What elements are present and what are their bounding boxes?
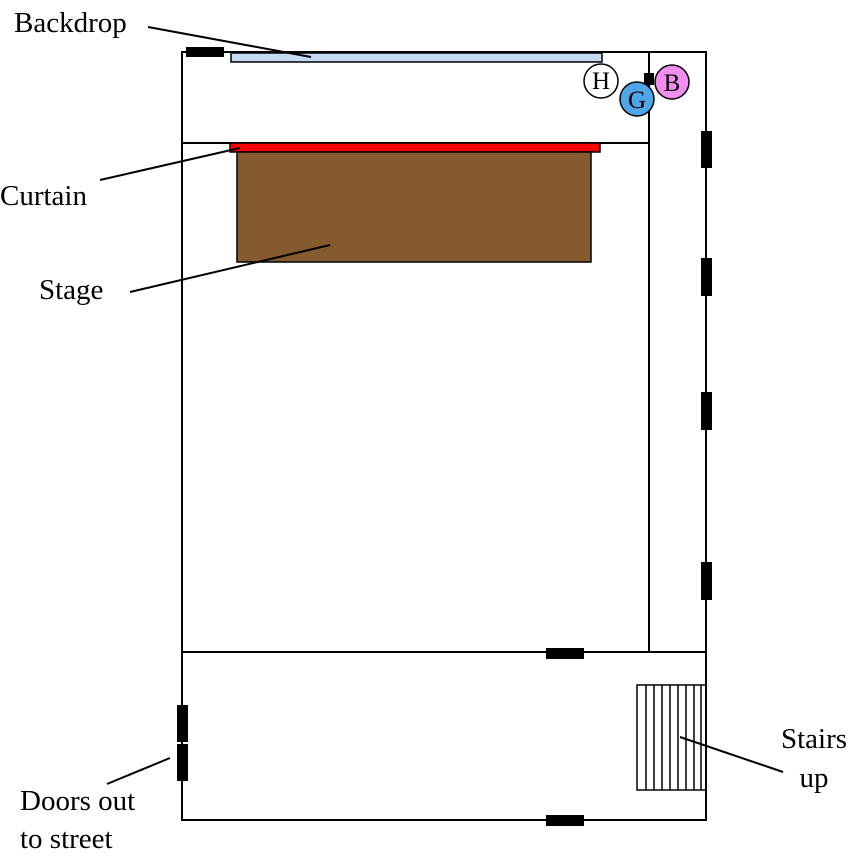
stairs-label-line1: Stairs <box>781 723 847 755</box>
door-side-1 <box>701 131 712 168</box>
marker-h-label: H <box>592 68 610 95</box>
backdrop-leader <box>147 26 312 58</box>
curtain-leader <box>99 147 241 181</box>
door-side-2 <box>701 258 712 296</box>
stage-leader <box>129 244 331 293</box>
markers: H B G <box>583 63 690 117</box>
leader-lines <box>99 26 784 785</box>
stage-label: Stage <box>39 274 103 306</box>
door-side-3 <box>701 392 712 430</box>
curtain-label: Curtain <box>0 180 87 212</box>
door-backstage-top <box>186 47 224 57</box>
building-outline <box>181 51 707 821</box>
stage-platform <box>236 151 592 263</box>
marker-b-circle <box>654 64 690 100</box>
door-street-2 <box>177 744 188 781</box>
marker-g-label: G <box>628 87 646 114</box>
stairs <box>636 684 707 791</box>
labels: Backdrop Curtain Stage Stairs up Doors o… <box>0 7 847 855</box>
backdrop-label: Backdrop <box>14 7 127 39</box>
marker-b-label: B <box>664 70 681 97</box>
doors-label-line2: to street <box>20 823 113 855</box>
door-backstage-corridor <box>644 73 654 85</box>
door-hall-lobby <box>546 648 584 659</box>
curtain-bar <box>229 142 601 153</box>
stairs-leader <box>679 736 784 773</box>
marker-g-circle <box>619 81 655 117</box>
door-lobby-bottom <box>546 815 584 826</box>
backdrop-bar <box>230 52 603 63</box>
door-street-1 <box>177 705 188 742</box>
marker-h-circle <box>583 63 619 99</box>
doors <box>177 47 712 826</box>
door-side-4 <box>701 562 712 600</box>
doors-leader <box>106 757 171 785</box>
stairs-label-line2: up <box>800 762 829 794</box>
doors-label-line1: Doors out <box>20 785 135 817</box>
stairs-outline <box>636 684 707 791</box>
